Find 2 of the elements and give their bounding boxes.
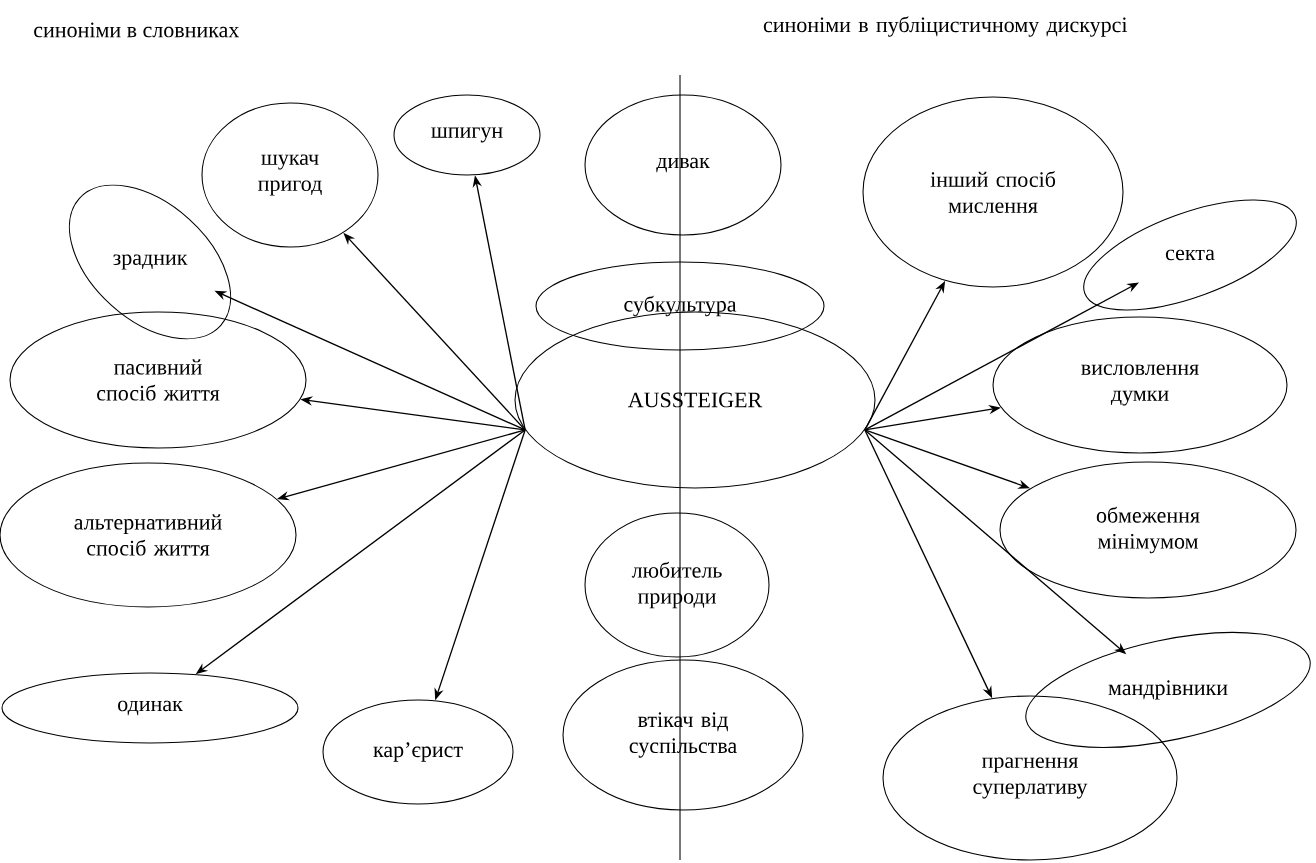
heading: синоніми в публіцистичному дискурсі [763, 16, 1128, 37]
heading: синоніми в словниках [34, 22, 240, 38]
